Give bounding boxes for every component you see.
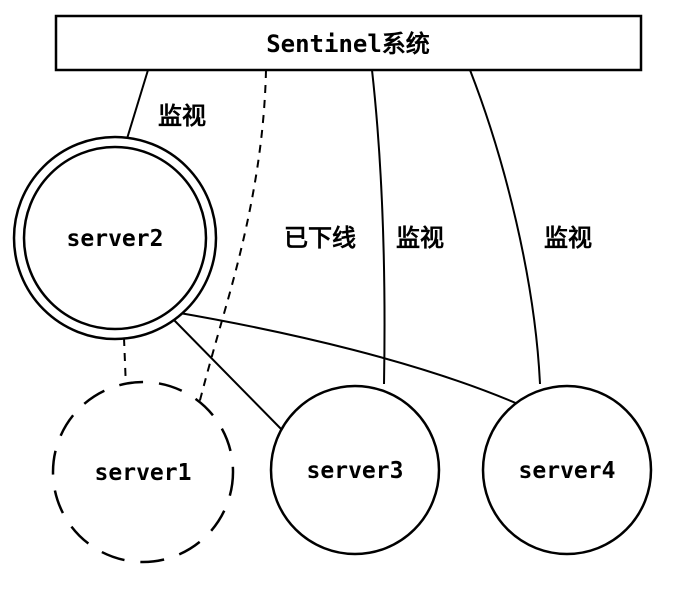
sentinel-label: Sentinel系统 (266, 30, 430, 58)
offline-label-server1: 已下线 (284, 224, 356, 252)
edge-sentinel-server4 (469, 69, 541, 385)
server1-circle (51, 380, 235, 564)
server1-node[interactable]: server1 (51, 380, 235, 564)
server2-node[interactable]: server2 (12, 135, 218, 341)
server4-circle (481, 384, 653, 556)
server4-label: server4 (519, 458, 616, 484)
edge-sentinel-server3 (371, 69, 386, 385)
sentinel-box (54, 14, 643, 72)
edge-server2-server3 (171, 317, 287, 435)
sentinel-system[interactable]: Sentinel系统 (54, 14, 643, 72)
edges (123, 69, 541, 435)
edge-server2-server1 (123, 337, 127, 389)
monitor-label-server3: 监视 (396, 224, 444, 252)
server1-label: server1 (95, 460, 192, 486)
server4-node[interactable]: server4 (481, 384, 653, 556)
monitor-label-server2: 监视 (158, 102, 206, 130)
server3-node[interactable]: server3 (269, 384, 441, 556)
server2-label: server2 (67, 226, 164, 252)
server2-inner-ring (22, 145, 208, 331)
edge-server2-server4 (173, 311, 519, 405)
edge-labels: 监视 已下线 监视 监视 (158, 102, 592, 252)
server3-label: server3 (307, 458, 404, 484)
server3-circle (269, 384, 441, 556)
monitor-label-server4: 监视 (544, 224, 592, 252)
edge-sentinel-server2 (125, 69, 149, 143)
